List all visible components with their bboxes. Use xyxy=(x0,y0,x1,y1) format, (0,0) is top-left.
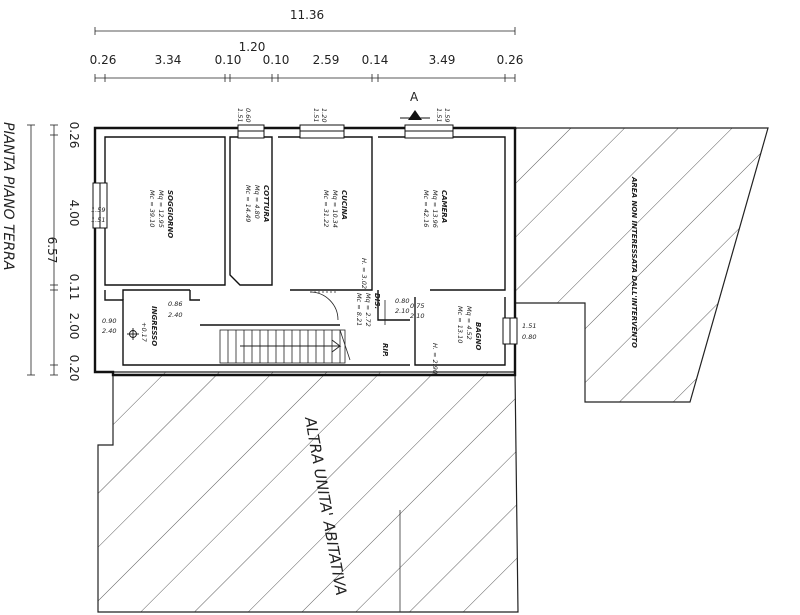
room-mc: Mc = 31.22 xyxy=(322,190,330,227)
cucina-window-h: 1.51 xyxy=(312,108,320,122)
room-rip: RIP. xyxy=(381,343,389,357)
sogg-window-w: 1.59 xyxy=(91,206,105,214)
room-mq: Mq = 13.96 xyxy=(431,190,439,228)
room-mq: Mq = 12.95 xyxy=(157,190,165,228)
room-mq: Mq = 2.72 xyxy=(364,293,372,327)
dim-left-2: 4.00 xyxy=(67,200,81,227)
dim-overall-depth: 6.57 xyxy=(45,237,59,264)
room-mc: Mc = 13.10 xyxy=(456,306,464,343)
dim-top-mid: 1.20 xyxy=(239,40,266,54)
dim-left-3: 0.11 xyxy=(67,274,81,301)
room-mq: Mq = 4.80 xyxy=(253,185,261,219)
room-height: H. = 2.90 xyxy=(431,343,439,374)
dim-left-4: 2.00 xyxy=(67,313,81,340)
room-camera: CAMERA Mq = 13.96 Mc = 42.16 xyxy=(422,190,448,228)
opening-labels: 1.59 1.51 0.60 1.51 1.20 1.51 1.59 1.51 … xyxy=(91,108,536,341)
room-name: BAGNO xyxy=(474,322,482,350)
room-cucina: CUCINA Mq = 10.34 Mc = 31.22 H. = 3.02 xyxy=(322,190,368,289)
entry-door-h: 2.40 xyxy=(102,327,116,335)
section-marker-label: A xyxy=(410,90,419,104)
dim-top-2: 3.34 xyxy=(155,53,182,67)
room-dis: DIS. Mq = 2.72 Mc = 8.21 xyxy=(355,293,381,327)
room-soggiorno: SOGGIORNO Mq = 12.95 Mc = 39.10 xyxy=(148,190,174,238)
room-mq: Mq = 4.52 xyxy=(465,306,473,340)
staircase xyxy=(219,329,351,364)
dim-top-4: 0.10 xyxy=(263,53,290,67)
left-dimensions: 6.57 0.26 4.00 0.11 2.00 0.20 xyxy=(27,122,81,382)
bagno-window-w: 1.51 xyxy=(522,322,536,330)
room-bagno: BAGNO Mq = 4.52 Mc = 13.10 H. = 2.90 xyxy=(431,306,482,374)
cottura-window-h: 1.51 xyxy=(236,108,244,122)
dim-top-7: 3.49 xyxy=(429,53,456,67)
dim-top-1: 0.26 xyxy=(90,53,117,67)
cucina-door-w: 0.80 xyxy=(395,297,409,305)
dim-top-5: 2.59 xyxy=(313,53,340,67)
dim-top-8: 0.26 xyxy=(497,53,524,67)
room-cottura: COTTURA Mq = 4.80 Mc = 14.49 xyxy=(244,185,270,222)
dim-top-3: 0.10 xyxy=(215,53,242,67)
dim-top-6: 0.14 xyxy=(362,53,389,67)
camera-window-h: 1.51 xyxy=(435,108,443,122)
room-name: SOGGIORNO xyxy=(166,190,174,238)
room-name: CUCINA xyxy=(340,190,348,220)
bagno-window-h: 0.80 xyxy=(522,333,536,341)
level-crosshair-icon xyxy=(127,328,139,340)
hatched-area-right xyxy=(514,127,769,403)
room-mq: Mq = 10.34 xyxy=(331,190,339,228)
doors xyxy=(105,291,416,330)
area-non-interessata-label: AREA NON INTERESSATA DALL'INTERVENTO xyxy=(630,176,638,348)
room-ingresso: INGRESSO +0.17 xyxy=(127,306,158,346)
cucina-window-w: 1.20 xyxy=(320,108,328,122)
room-name: CAMERA xyxy=(440,190,448,223)
dim-overall-width: 11.36 xyxy=(290,8,324,22)
room-name: DIS. xyxy=(373,293,381,309)
drawing-title: PIANTA PIANO TERRA xyxy=(0,122,16,270)
room-name: INGRESSO xyxy=(150,306,158,346)
bagno-door-w: 0.75 xyxy=(410,302,424,310)
entry-door-w: 0.90 xyxy=(102,317,116,325)
room-height: H. = 3.02 xyxy=(360,258,368,289)
hatched-area-bottom xyxy=(97,371,519,613)
room-level: +0.17 xyxy=(140,322,148,343)
windows xyxy=(92,124,518,345)
top-dimensions: 11.36 1.20 0.26 3.34 0.10 0.10 2.59 0.14… xyxy=(90,8,524,82)
dim-left-1: 0.26 xyxy=(67,122,81,149)
sogg-window-h: 1.51 xyxy=(91,216,105,224)
room-mc: Mc = 39.10 xyxy=(148,190,156,227)
room-mc: Mc = 14.49 xyxy=(244,185,252,222)
room-name: COTTURA xyxy=(262,185,270,222)
cucina-door-h: 2.10 xyxy=(395,307,409,315)
section-marker: A xyxy=(400,90,430,120)
camera-window-w: 1.59 xyxy=(443,108,451,122)
room-mc: Mc = 8.21 xyxy=(355,293,363,326)
bagno-door-h: 2.10 xyxy=(410,312,424,320)
hall-door-w: 0.86 xyxy=(168,300,182,308)
cottura-window-w: 0.60 xyxy=(244,108,252,122)
hall-door-h: 2.40 xyxy=(168,311,182,319)
dim-left-5: 0.20 xyxy=(67,355,81,382)
room-mc: Mc = 42.16 xyxy=(422,190,430,227)
